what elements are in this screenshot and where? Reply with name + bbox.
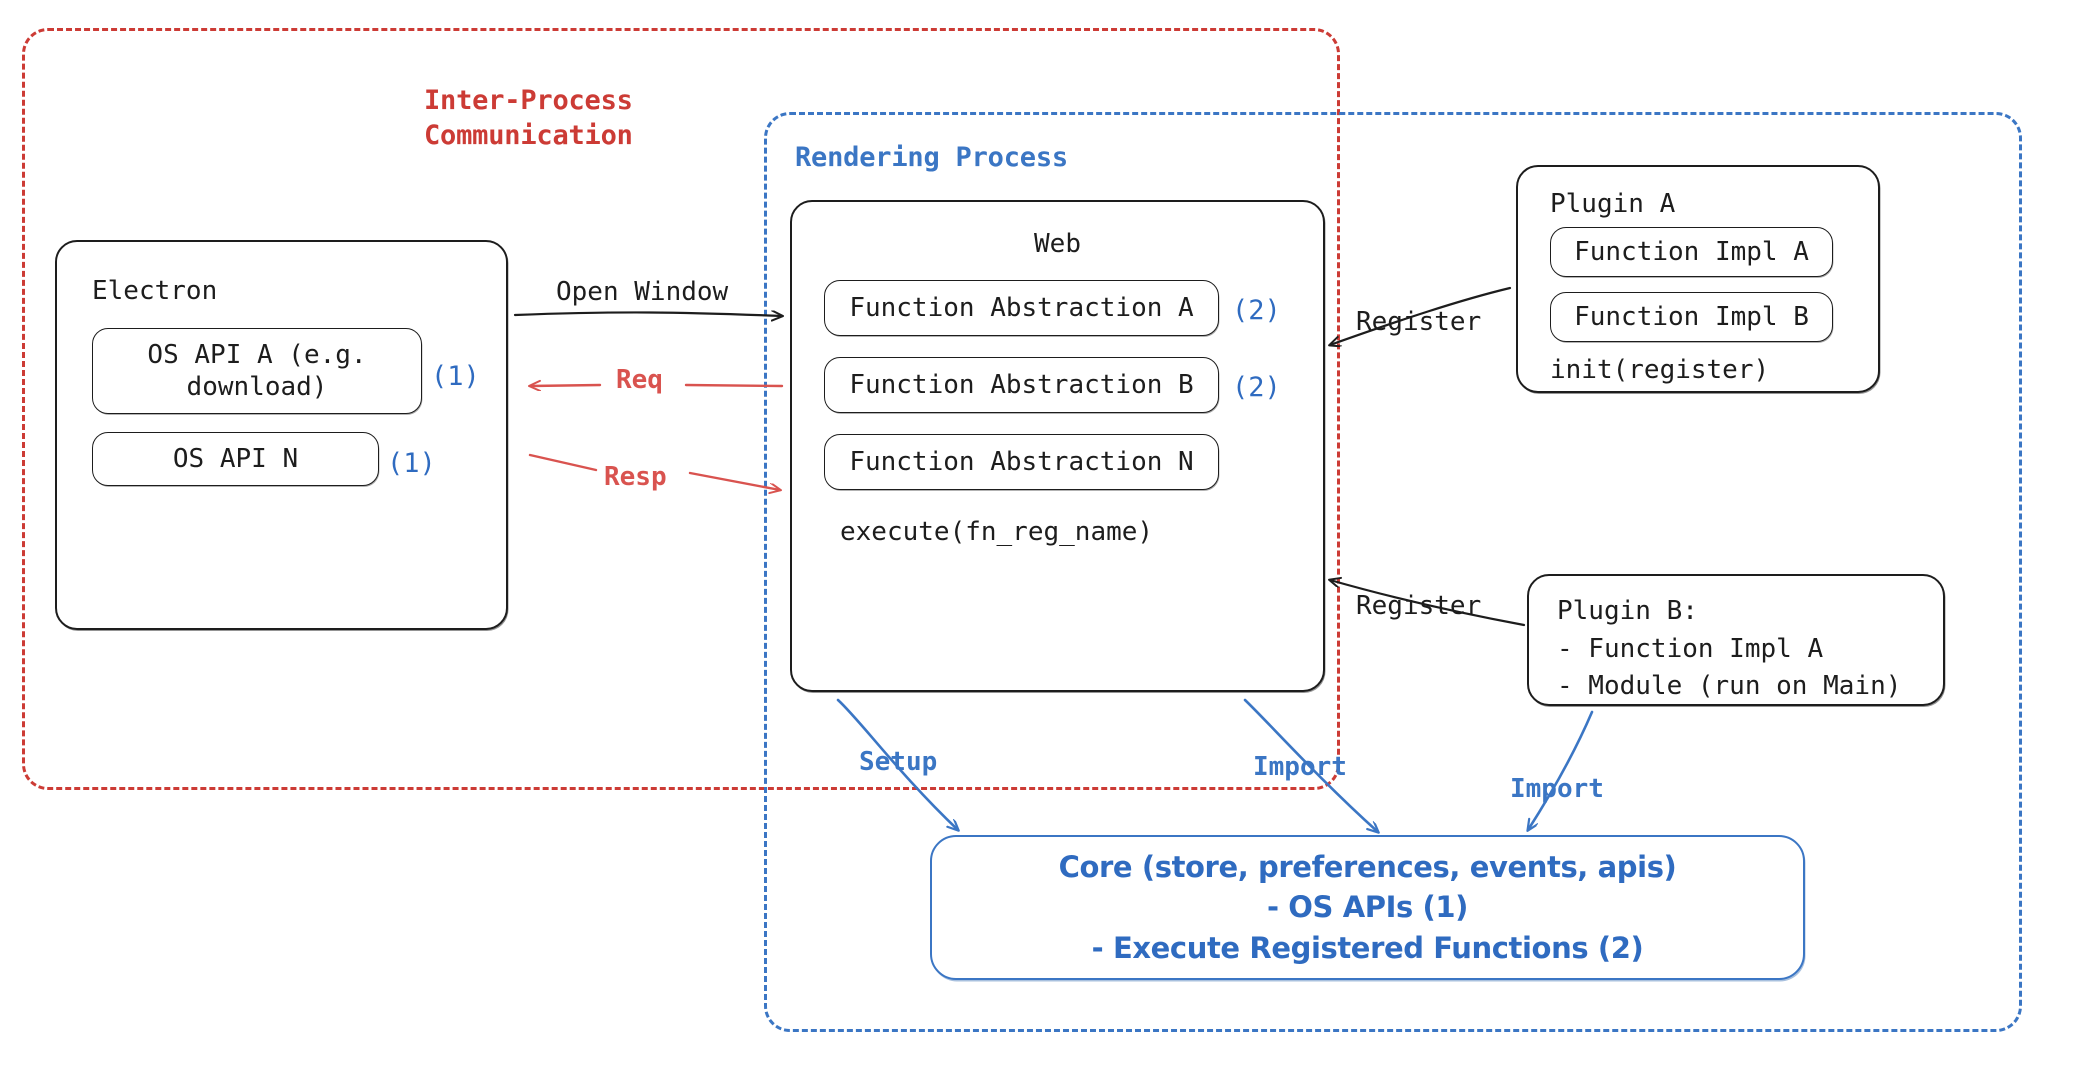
edge-label-resp: Resp — [604, 462, 667, 492]
plugin-a-function-impl-a-box[interactable]: Function Impl A — [1550, 227, 1833, 277]
region-rendering-process-label: Rendering Process — [795, 142, 1068, 173]
electron-box[interactable]: Electron OS API A (e.g. download) (1) OS… — [55, 240, 508, 630]
function-abstraction-a-marker: (2) — [1232, 295, 1281, 326]
plugin-a-function-impl-b-box[interactable]: Function Impl B — [1550, 292, 1833, 342]
edge-label-register-plugin-a: Register — [1356, 307, 1482, 337]
function-abstraction-b-label: Function Abstraction B — [849, 369, 1194, 400]
os-api-a-label: OS API A (e.g. download) — [147, 339, 367, 403]
edge-label-register-plugin-b: Register — [1356, 591, 1482, 621]
plugin-b-body: Plugin B: - Function Impl A - Module (ru… — [1557, 596, 1902, 702]
function-abstraction-n-label: Function Abstraction N — [849, 446, 1194, 477]
region-ipc-label: Inter-Process Communication — [424, 85, 633, 151]
function-abstraction-a-box[interactable]: Function Abstraction A — [824, 280, 1219, 336]
plugin-a-init-note: init(register) — [1550, 355, 1770, 385]
os-api-a-marker: (1) — [431, 361, 480, 392]
plugin-a-function-impl-b-label: Function Impl B — [1574, 301, 1809, 332]
web-title: Web — [1034, 229, 1081, 259]
os-api-a-box[interactable]: OS API A (e.g. download) — [92, 328, 422, 414]
edge-label-open-window: Open Window — [556, 277, 729, 307]
plugin-a-function-impl-a-label: Function Impl A — [1574, 236, 1809, 267]
web-execute-note: execute(fn_reg_name) — [840, 517, 1154, 547]
edge-label-import-web: Import — [1253, 752, 1347, 782]
web-box[interactable]: Web Function Abstraction A (2) Function … — [790, 200, 1325, 692]
plugin-a-title: Plugin A — [1550, 189, 1676, 219]
edge-label-setup: Setup — [859, 747, 938, 777]
edge-label-import-plugin-b: Import — [1510, 774, 1604, 804]
arrow-import-plugin-b — [1528, 710, 1594, 830]
plugin-b-box[interactable]: Plugin B: - Function Impl A - Module (ru… — [1527, 574, 1945, 706]
edge-label-req: Req — [616, 365, 663, 395]
function-abstraction-b-marker: (2) — [1232, 372, 1281, 403]
function-abstraction-b-box[interactable]: Function Abstraction B — [824, 357, 1219, 413]
os-api-n-label: OS API N — [172, 443, 299, 474]
os-api-n-marker: (1) — [387, 448, 436, 479]
function-abstraction-a-label: Function Abstraction A — [849, 292, 1194, 323]
function-abstraction-n-box[interactable]: Function Abstraction N — [824, 434, 1219, 490]
os-api-n-box[interactable]: OS API N — [92, 432, 379, 486]
plugin-a-box[interactable]: Plugin A Function Impl A Function Impl B… — [1516, 165, 1880, 393]
arrow-open-window — [513, 312, 782, 316]
electron-title: Electron — [92, 276, 218, 306]
core-box[interactable]: Core (store, preferences, events, apis) … — [930, 835, 1805, 980]
core-text: Core (store, preferences, events, apis) … — [1058, 850, 1677, 965]
